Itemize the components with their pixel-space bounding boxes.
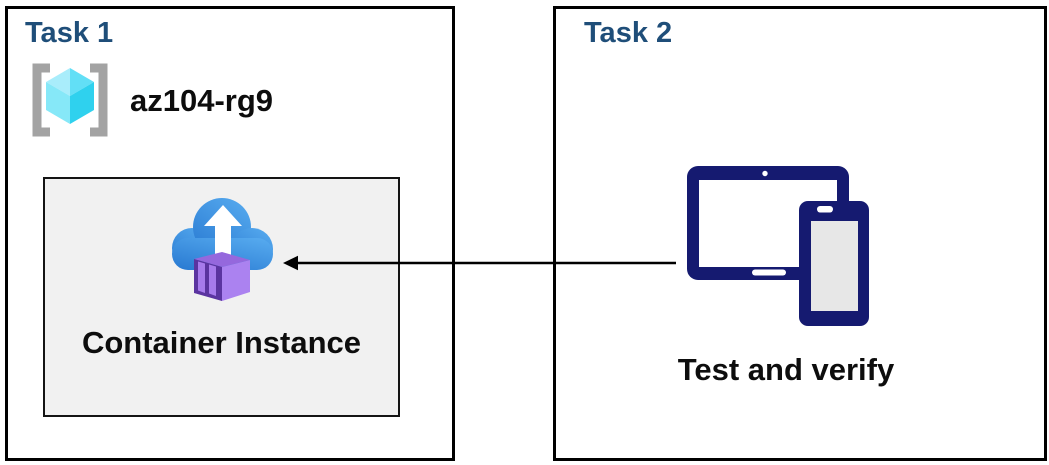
- arrow-task2-to-container: [283, 255, 676, 271]
- left-bracket-icon: [32, 63, 50, 137]
- task1-panel: Task 1 az104-rg9: [5, 6, 455, 461]
- upload-arrow-icon: [203, 205, 242, 256]
- cube-icon: [46, 68, 94, 124]
- container-instances-icon: [171, 198, 273, 301]
- task2-title: Task 2: [584, 17, 673, 49]
- container-box-icon: [193, 252, 250, 301]
- task1-title: Task 1: [25, 17, 114, 49]
- resource-group-name: az104-rg9: [130, 83, 274, 118]
- container-instance-label: Container Instance: [81, 325, 362, 360]
- test-and-verify-label: Test and verify: [677, 352, 895, 387]
- task2-panel: Task 2 Test and verify: [553, 6, 1047, 461]
- container-instance-box: Container Instance: [43, 177, 400, 417]
- right-bracket-icon: [90, 63, 108, 137]
- devices-icon: [687, 166, 869, 326]
- arrowhead-icon: [283, 255, 298, 271]
- resource-group-icon: [32, 63, 108, 137]
- phone-icon: [799, 201, 869, 326]
